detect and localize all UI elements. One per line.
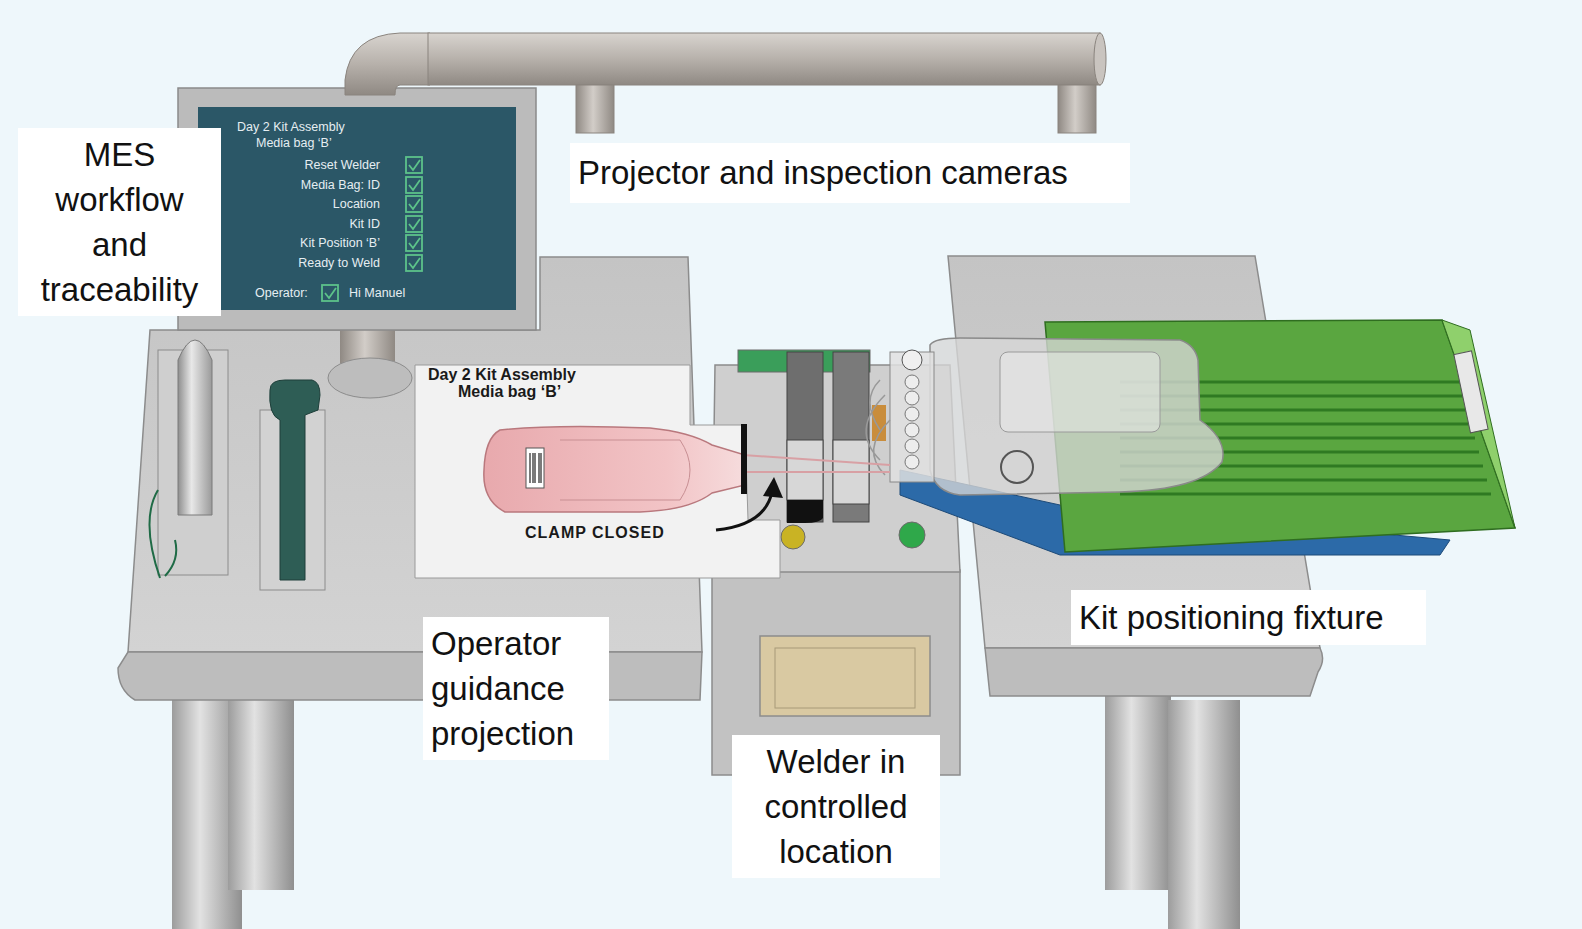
tubing	[866, 380, 890, 475]
clamp	[902, 350, 922, 370]
monitor-base	[328, 358, 412, 398]
scanner-cable	[165, 540, 176, 576]
screen-text: Location	[333, 197, 380, 212]
screen-text: Ready to Weld	[298, 256, 380, 271]
callout-text: Welder in controlled location	[740, 739, 932, 874]
projected-text: Media bag ‘B’	[458, 383, 561, 401]
clamp-bar	[741, 424, 747, 494]
media-bag	[484, 426, 745, 512]
boom-end	[1094, 33, 1106, 85]
tubing	[743, 471, 890, 473]
projector-camera	[576, 85, 614, 133]
callout-label: Welder in controlled location	[732, 735, 940, 878]
barcode	[526, 448, 544, 488]
screen-text: Operator:	[255, 286, 308, 301]
callout-label: Operator guidance projection	[423, 617, 609, 760]
callout-label: Projector and inspection cameras	[570, 143, 1130, 203]
monitor-bezel	[178, 88, 536, 330]
projected-text: CLAMP CLOSED	[525, 524, 665, 542]
kit-bag	[930, 338, 1223, 495]
tube-clamp	[872, 405, 886, 441]
welder-window	[775, 648, 915, 708]
clamp-indicator	[787, 500, 823, 523]
connector-ports	[905, 375, 919, 469]
table-leg	[228, 690, 294, 890]
monitor-screen-text: Day 2 Kit AssemblyMedia bag ‘B’ Reset Wel…	[198, 107, 516, 310]
barcode	[530, 453, 541, 483]
bag-port	[1001, 451, 1033, 483]
projector-camera	[1058, 85, 1096, 133]
scanner-cable	[149, 490, 160, 578]
welder-jaw	[787, 352, 823, 522]
callout-text: Projector and inspection cameras	[578, 147, 1122, 199]
connector-block	[890, 352, 934, 482]
boom	[428, 33, 1100, 85]
welder-window	[760, 636, 930, 716]
boom-elbow	[345, 33, 430, 95]
guidance-arrowhead	[763, 477, 783, 498]
tubing	[743, 455, 890, 465]
screen-text: Kit Position ‘B’	[300, 236, 380, 251]
callout-label: MES workflow and traceability	[18, 128, 221, 316]
callout-text: Operator guidance projection	[431, 621, 601, 756]
table-edge	[118, 652, 702, 700]
callout-label: Kit positioning fixture	[1071, 590, 1426, 645]
projected-text: Day 2 Kit Assembly	[428, 366, 576, 384]
kit-bag	[1000, 352, 1160, 432]
screen-text: Media Bag: ID	[301, 178, 380, 193]
callout-text: MES workflow and traceability	[26, 132, 213, 312]
table-leg	[1105, 690, 1171, 890]
monitor-screen	[198, 107, 516, 310]
screen-text: Reset Welder	[305, 158, 381, 173]
projection-sheet: Day 2 Kit AssemblyMedia bag ‘B’ CLAMP CLO…	[415, 365, 785, 580]
screen-text: Day 2 Kit Assembly	[237, 120, 345, 135]
handheld-scanner	[178, 340, 212, 515]
barcode-scanner	[270, 380, 320, 580]
table-leg	[1168, 700, 1240, 929]
projection-sheet	[415, 365, 780, 578]
welder-jaw	[787, 440, 823, 500]
tray-label	[1454, 351, 1488, 433]
guidance-arrow	[716, 492, 772, 530]
welder-jaw	[833, 352, 869, 522]
screen-text: Media bag ‘B’	[256, 136, 332, 151]
screen-text: Hi Manuel	[349, 286, 405, 301]
screen-text: Kit ID	[349, 217, 380, 232]
callout-text: Kit positioning fixture	[1079, 594, 1418, 641]
table-edge	[985, 648, 1323, 696]
green-button	[899, 522, 925, 548]
media-bag	[560, 440, 690, 500]
yellow-button	[781, 525, 805, 549]
